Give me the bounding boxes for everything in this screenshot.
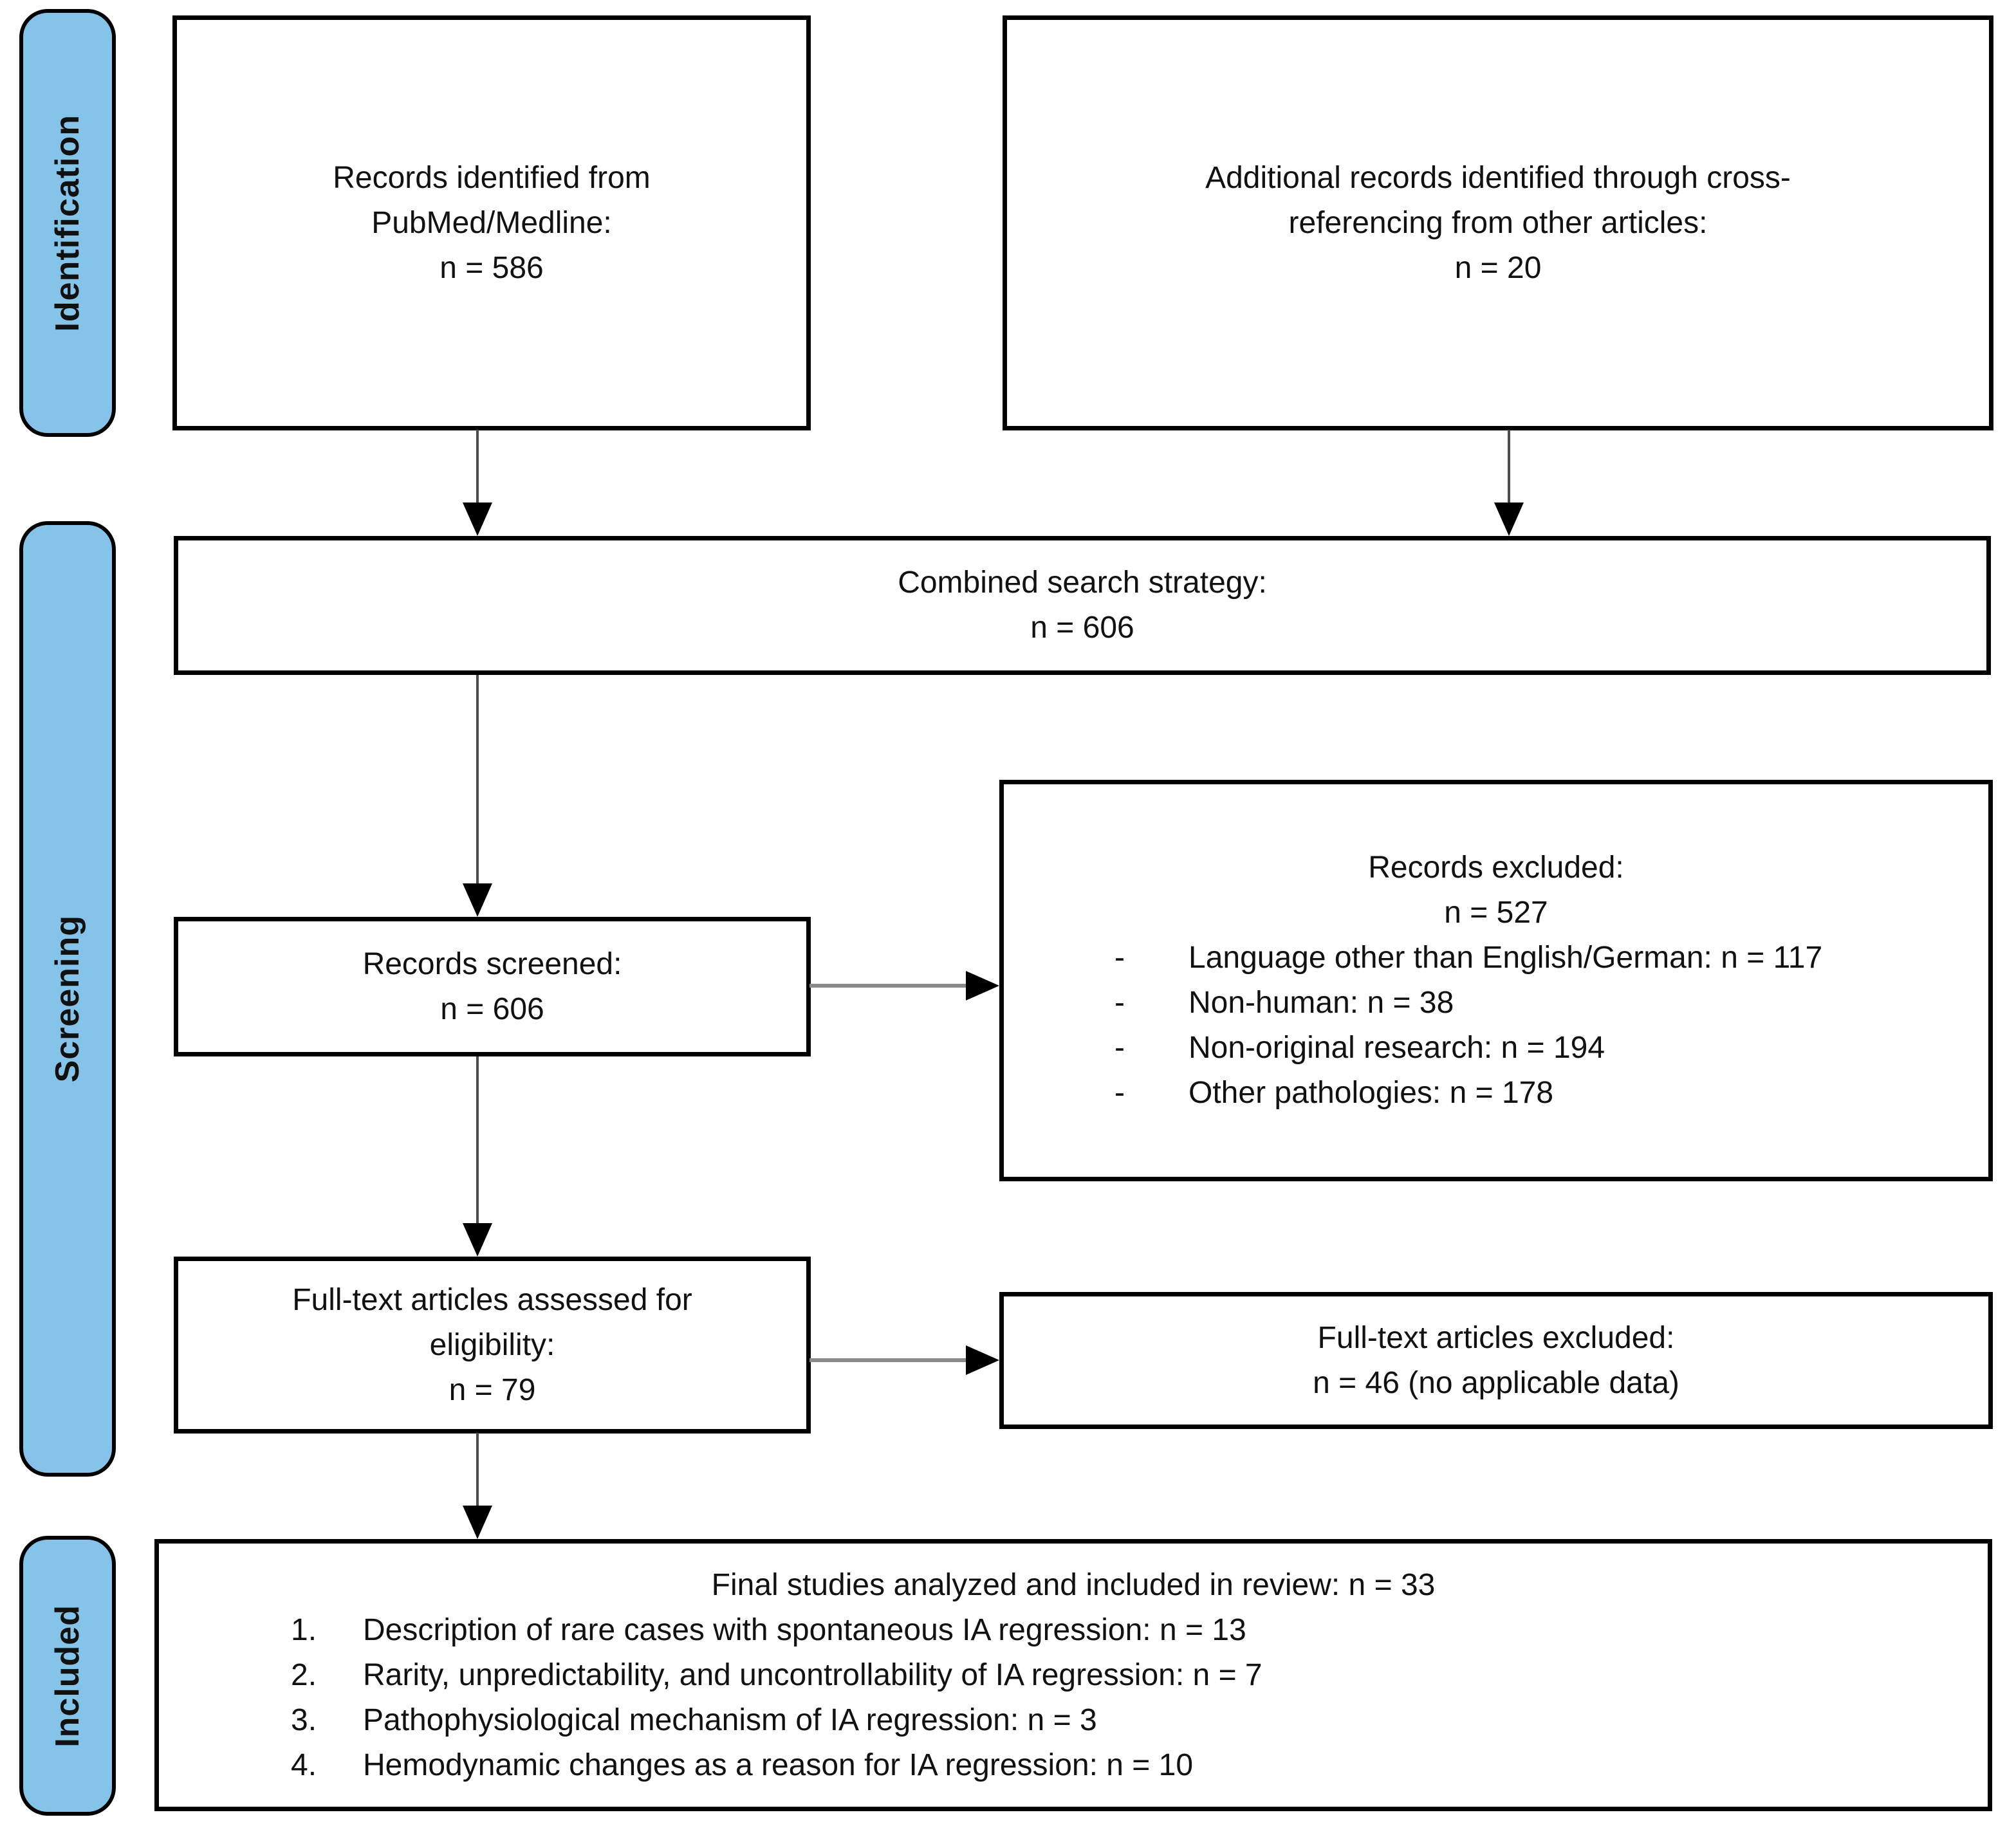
connector-combined-to-screened: [476, 675, 479, 886]
item-number: 4.: [291, 1747, 317, 1782]
connector-identified-to-combined: [476, 430, 479, 504]
stage-label-included: Included: [49, 1604, 86, 1747]
stage-bar-included: Included: [19, 1536, 116, 1816]
records-screened-count: n = 606: [440, 991, 544, 1026]
additional-records-count: n = 20: [1454, 250, 1542, 285]
records-screened-title: Records screened:: [362, 946, 622, 981]
stage-bar-identification: Identification: [19, 9, 116, 437]
combined-title: Combined search strategy:: [898, 566, 1267, 600]
stage-label-screening: Screening: [49, 915, 86, 1083]
box-combined-search-strategy: Combined search strategy: n = 606: [174, 536, 1991, 675]
stage-bar-screening: Screening: [19, 521, 116, 1477]
box-additional-records: Additional records identified through cr…: [1003, 15, 1993, 430]
combined-count: n = 606: [1030, 611, 1134, 645]
fulltext-assessed-count: n = 79: [449, 1372, 536, 1407]
box-records-identified: Records identified from PubMed/Medline: …: [172, 15, 811, 430]
records-excluded-item-text: Non-human: n = 38: [1188, 986, 1454, 1020]
connector-fulltext-to-excluded: [809, 1358, 968, 1362]
connector-fulltext-to-final: [476, 1433, 479, 1508]
records-excluded-title: Records excluded:: [1368, 851, 1624, 885]
final-studies-title: Final studies analyzed and included in r…: [711, 1567, 1436, 1602]
arrowhead-down-icon: [463, 883, 492, 917]
box-fulltext-excluded: Full-text articles excluded: n = 46 (no …: [999, 1292, 1993, 1429]
box-fulltext-assessed: Full-text articles assessed for eligibil…: [174, 1257, 811, 1434]
additional-records-line-2: referencing from other articles:: [1288, 205, 1708, 240]
fulltext-excluded-count: n = 46 (no applicable data): [1313, 1365, 1679, 1400]
item-number: 3.: [291, 1702, 317, 1737]
final-studies-item: 2. Rarity, unpredictability, and uncontr…: [159, 1653, 1988, 1698]
records-excluded-item-text: Non-original research: n = 194: [1188, 1031, 1605, 1065]
arrowhead-down-icon: [463, 1506, 492, 1539]
bullet-dash: -: [1114, 1076, 1125, 1110]
bullet-dash: -: [1114, 941, 1125, 975]
bullet-dash: -: [1114, 1031, 1125, 1065]
records-excluded-item: - Language other than English/German: n …: [1004, 936, 1988, 981]
final-studies-item-text: Description of rare cases with spontaneo…: [363, 1612, 1246, 1647]
final-studies-item-text: Rarity, unpredictability, and uncontroll…: [363, 1657, 1262, 1692]
final-studies-item: 3. Pathophysiological mechanism of IA re…: [159, 1698, 1988, 1743]
connector-additional-to-combined: [1508, 430, 1510, 504]
item-number: 2.: [291, 1657, 317, 1692]
arrowhead-down-icon: [463, 503, 492, 536]
records-excluded-item-text: Other pathologies: n = 178: [1188, 1076, 1554, 1110]
additional-records-line-1: Additional records identified through cr…: [1205, 160, 1791, 195]
item-number: 1.: [291, 1612, 317, 1647]
bullet-dash: -: [1114, 986, 1125, 1020]
records-identified-count: n = 586: [439, 250, 544, 285]
arrowhead-right-icon: [966, 971, 999, 1000]
records-excluded-count: n = 527: [1444, 896, 1548, 930]
records-identified-line-1: Records identified from: [333, 160, 651, 195]
final-studies-item-text: Hemodynamic changes as a reason for IA r…: [363, 1747, 1194, 1782]
box-records-screened: Records screened: n = 606: [174, 917, 811, 1056]
fulltext-assessed-line-1: Full-text articles assessed for: [292, 1282, 692, 1317]
arrowhead-down-icon: [1494, 503, 1524, 536]
fulltext-excluded-title: Full-text articles excluded:: [1317, 1320, 1675, 1355]
records-excluded-item-text: Language other than English/German: n = …: [1188, 941, 1823, 975]
fulltext-assessed-line-2: eligibility:: [429, 1327, 555, 1362]
final-studies-item-text: Pathophysiological mechanism of IA regre…: [363, 1702, 1097, 1737]
stage-label-identification: Identification: [49, 114, 86, 332]
records-excluded-item: - Other pathologies: n = 178: [1004, 1071, 1988, 1116]
connector-screened-to-fulltext: [476, 1056, 479, 1226]
arrowhead-right-icon: [966, 1345, 999, 1375]
box-final-studies: Final studies analyzed and included in r…: [154, 1539, 1992, 1811]
records-excluded-item: - Non-original research: n = 194: [1004, 1026, 1988, 1071]
final-studies-item: 1. Description of rare cases with sponta…: [159, 1608, 1988, 1653]
final-studies-item: 4. Hemodynamic changes as a reason for I…: [159, 1743, 1988, 1788]
box-records-excluded: Records excluded: n = 527 - Language oth…: [999, 780, 1993, 1181]
arrowhead-down-icon: [463, 1223, 492, 1257]
connector-screened-to-excluded: [809, 984, 968, 988]
records-identified-line-2: PubMed/Medline:: [371, 205, 612, 240]
records-excluded-item: - Non-human: n = 38: [1004, 981, 1988, 1026]
